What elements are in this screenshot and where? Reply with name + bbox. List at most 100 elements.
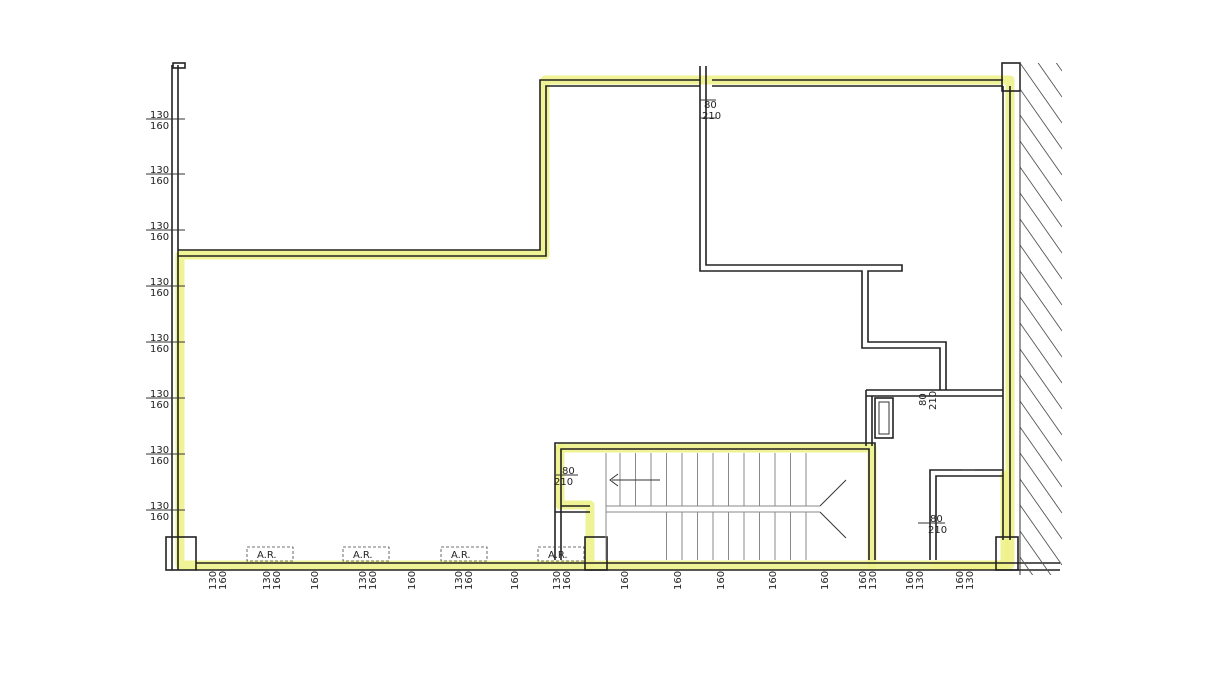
hatch-line: [1020, 218, 1062, 280]
svg-text:130: 130: [915, 571, 926, 590]
svg-text:160: 160: [150, 400, 169, 411]
hatch-line: [1020, 348, 1062, 410]
svg-text:210: 210: [554, 477, 573, 488]
svg-text:130: 130: [150, 221, 169, 232]
hatch-line: [1055, 63, 1062, 72]
svg-text:160: 160: [150, 232, 169, 243]
hatch-line: [1020, 530, 1052, 575]
hatch-line: [1020, 426, 1062, 488]
hatch-line: [1020, 244, 1062, 306]
svg-text:160: 160: [272, 571, 283, 590]
svg-text:130: 130: [150, 445, 169, 456]
ar-label: A.R.: [246, 546, 294, 562]
svg-text:A.R.: A.R.: [451, 550, 471, 561]
hatch-line: [1020, 452, 1062, 514]
svg-text:130: 130: [868, 571, 879, 590]
svg-text:160: 160: [562, 571, 573, 590]
hatch-line: [1020, 609, 1062, 669]
hatch-line: [1020, 270, 1062, 332]
hatch-line: [1020, 478, 1062, 540]
svg-text:130: 130: [358, 571, 369, 590]
svg-text:160: 160: [620, 571, 631, 590]
exterior-hatch: [1020, 0, 1062, 669]
hatch-line: [1020, 140, 1062, 202]
window-label: 160: [407, 571, 418, 590]
hatch-line: [1020, 400, 1062, 462]
ar-label: A.R.: [537, 546, 585, 562]
svg-text:A.R.: A.R.: [548, 550, 568, 561]
svg-text:A.R.: A.R.: [353, 550, 373, 561]
svg-text:160: 160: [218, 571, 229, 590]
ar-labels: A.R. A.R. A.R. A.R.: [246, 546, 585, 562]
window-label: 160: [510, 571, 521, 590]
svg-text:160: 160: [310, 571, 321, 590]
svg-text:80: 80: [930, 514, 943, 525]
svg-text:210: 210: [702, 111, 721, 122]
svg-text:160: 160: [955, 571, 966, 590]
highlight-outline: [175, 75, 1015, 570]
hatch-line: [1037, 63, 1062, 98]
svg-text:160: 160: [150, 512, 169, 523]
hatch-line: [1020, 114, 1062, 176]
svg-text:160: 160: [150, 456, 169, 467]
hatch-line: [1020, 88, 1062, 150]
hatch-line: [1020, 166, 1062, 228]
svg-text:210: 210: [928, 391, 939, 410]
svg-text:130: 130: [965, 571, 976, 590]
hatch-line: [1020, 63, 1062, 124]
svg-text:160: 160: [407, 571, 418, 590]
svg-text:160: 160: [673, 571, 684, 590]
window-label: 160: [310, 571, 321, 590]
svg-text:130: 130: [150, 501, 169, 512]
svg-text:210: 210: [928, 525, 947, 536]
svg-text:160: 160: [768, 571, 779, 590]
svg-text:160: 160: [464, 571, 475, 590]
ar-label: A.R.: [440, 546, 488, 562]
svg-text:160: 160: [368, 571, 379, 590]
hatch-line: [1020, 374, 1062, 436]
hatch-line: [1020, 556, 1034, 575]
svg-text:130: 130: [150, 110, 169, 121]
window-label: 160: [768, 571, 779, 590]
hatch-line: [1020, 0, 1062, 19]
svg-text:80: 80: [918, 393, 929, 406]
svg-text:160: 160: [510, 571, 521, 590]
svg-text:160: 160: [858, 571, 869, 590]
outer-walls: [165, 62, 1060, 571]
svg-text:130: 130: [552, 571, 563, 590]
svg-text:130: 130: [208, 571, 219, 590]
window-label: 160: [820, 571, 831, 590]
svg-text:130: 130: [262, 571, 273, 590]
svg-text:160: 160: [150, 176, 169, 187]
svg-text:160: 160: [150, 288, 169, 299]
ar-label: A.R.: [342, 546, 390, 562]
hatch-line: [1020, 192, 1062, 254]
svg-text:130: 130: [454, 571, 465, 590]
svg-text:130: 130: [150, 277, 169, 288]
hatch-line: [1020, 504, 1062, 566]
svg-text:160: 160: [150, 121, 169, 132]
hatch-line: [1020, 322, 1062, 384]
interior-partitions: [699, 66, 1003, 560]
svg-text:130: 130: [150, 165, 169, 176]
